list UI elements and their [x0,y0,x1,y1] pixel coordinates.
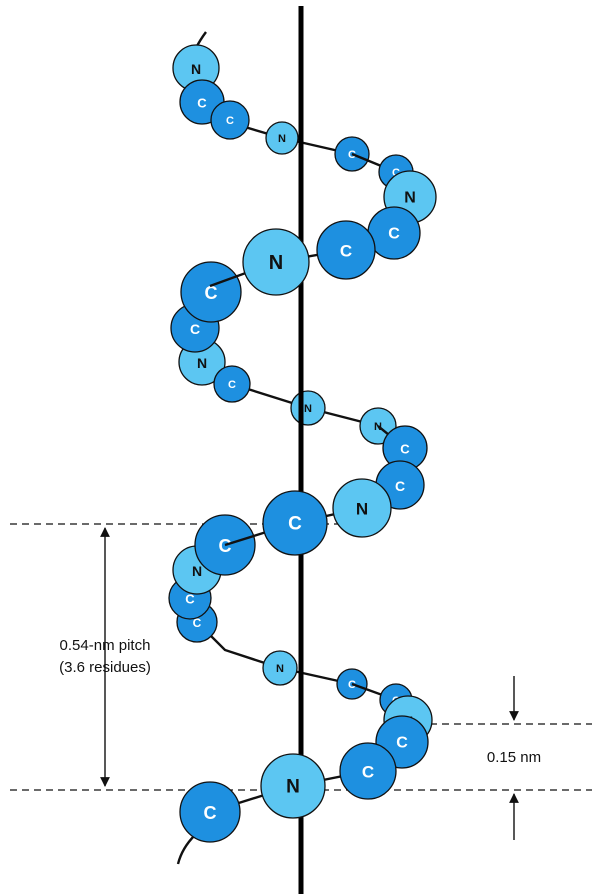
carbon-atom-label: C [396,735,408,752]
nitrogen-atom-label: N [192,563,202,579]
carbon-atom-label: C [388,226,400,243]
carbon-atom-label: C [204,803,217,823]
carbon-atom-label: C [185,592,195,607]
carbon-atom-label: C [205,283,218,303]
nitrogen-atom [260,753,326,819]
carbon-atom [179,781,241,843]
pitch-label-line1: 0.54-nm pitch [60,637,151,654]
atoms-front-layer: CNCCNCCNCCNCCNC [179,154,437,843]
carbon-atom [262,490,328,556]
carbon-atom [339,742,397,800]
carbon-atom-label: C [193,616,202,630]
carbon-atom-label: C [190,321,200,337]
carbon-atom-label: C [340,242,352,261]
carbon-atom [210,100,250,140]
carbon-atom-label: C [395,478,405,494]
nitrogen-atom-label: N [356,500,368,519]
nitrogen-atom-label: N [276,663,284,675]
nitrogen-atom-label: N [304,403,312,415]
nitrogen-atom [332,478,392,538]
nitrogen-atom-label: N [269,252,283,274]
nitrogen-atom [242,228,310,296]
carbon-atom-label: C [228,379,236,391]
carbon-atom-label: C [226,115,234,127]
rise-label: 0.15 nm [487,749,541,766]
backbone-end-bottom [176,834,196,865]
nitrogen-atom-label: N [404,190,416,207]
carbon-atom [180,261,242,323]
carbon-atom-label: C [197,96,207,111]
carbon-atom-label: C [288,514,302,535]
carbon-atom [213,365,251,403]
carbon-atom-label: C [362,763,374,782]
carbon-atom-label: C [400,442,410,457]
nitrogen-atom [265,121,299,155]
carbon-atom-label: C [392,167,400,179]
pitch-label-line2: (3.6 residues) [59,659,151,676]
nitrogen-atom-label: N [197,355,207,371]
carbon-atom-label: C [219,536,232,556]
nitrogen-atom [262,650,298,686]
nitrogen-atom-label: N [278,133,286,145]
nitrogen-atom-label: N [286,777,300,798]
carbon-atom [316,220,376,280]
nitrogen-atom-label: N [191,61,201,77]
